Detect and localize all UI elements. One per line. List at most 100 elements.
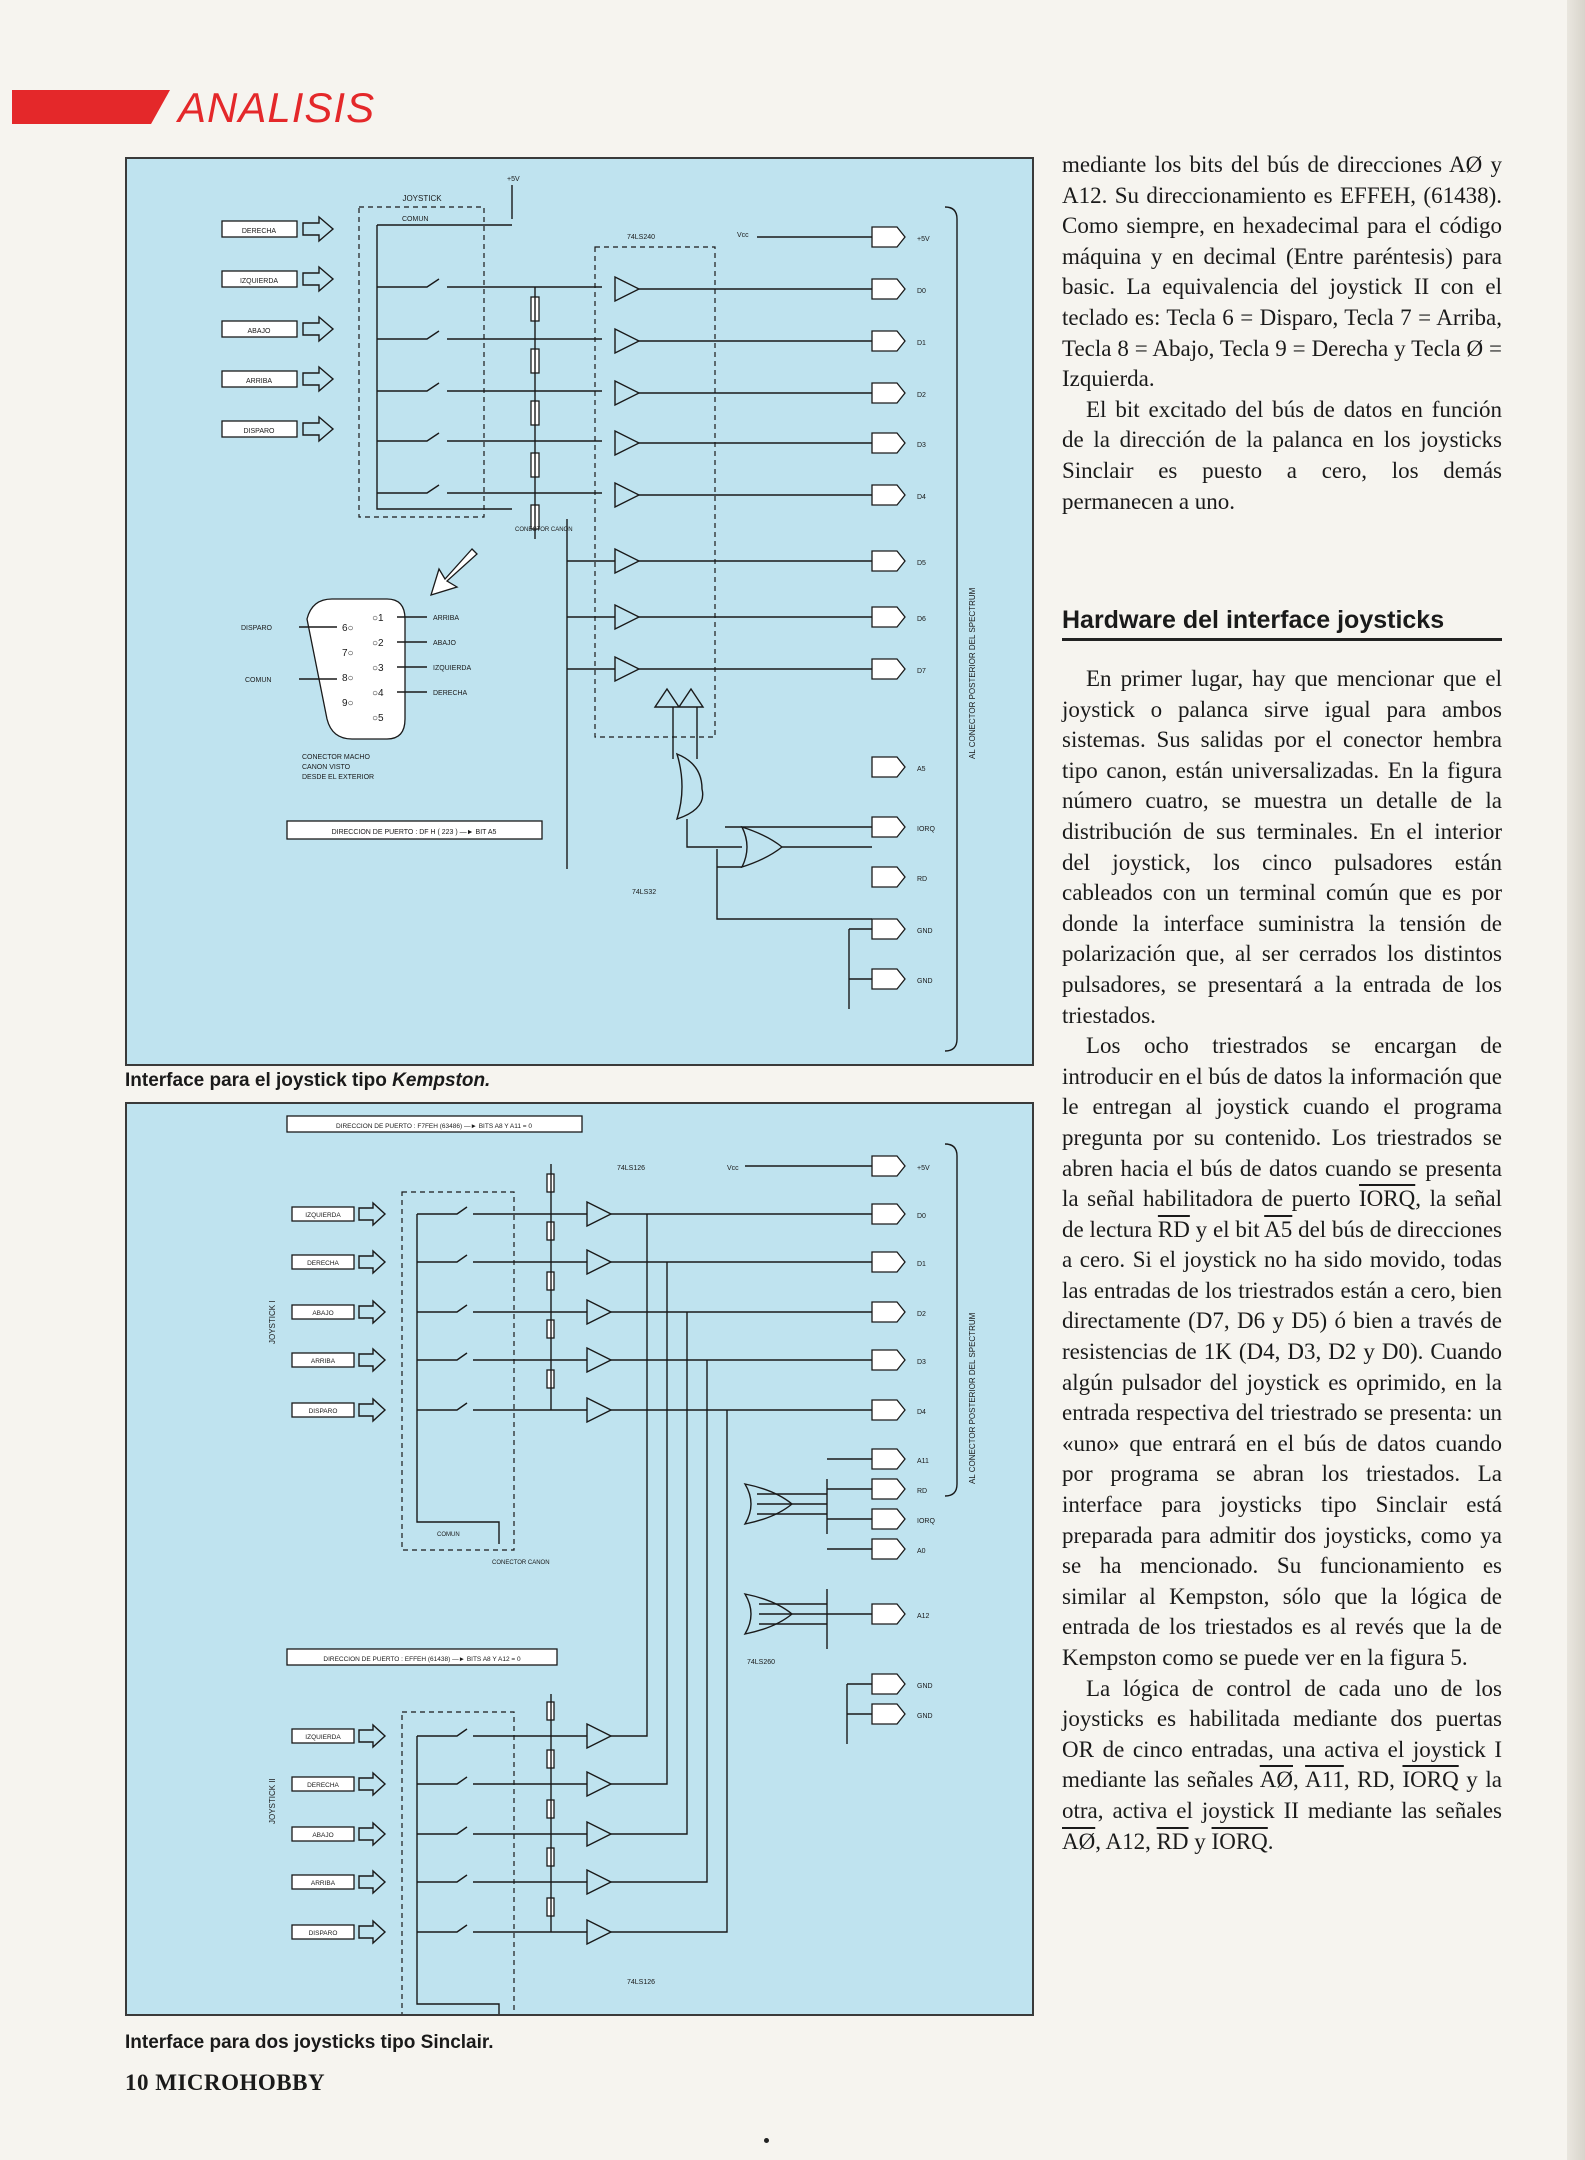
address-label: DIRECCION DE PUERTO : DF H ( 223 ) —► BI…: [332, 829, 497, 836]
section-heading: Hardware del interface joysticks: [1062, 606, 1502, 641]
svg-text:IORQ: IORQ: [917, 1518, 935, 1525]
input-box: [221, 320, 298, 338]
svg-text:○2: ○2: [372, 638, 384, 649]
joystick-label: JOYSTICK: [402, 194, 442, 203]
male-connector-line: CONECTOR MACHO: [302, 754, 370, 761]
sinclair-schematic: DIRECCION DE PUERTO : F7FEH (63486) —► B…: [125, 1102, 1034, 2016]
joystick2-buffers: [586, 1214, 728, 1946]
output-pin-label: D5: [917, 560, 926, 567]
input-label: ARRIBA: [246, 378, 272, 385]
connector-brace: [944, 206, 958, 1052]
svg-text:D4: D4: [917, 1409, 926, 1416]
svg-text:○1: ○1: [372, 613, 384, 624]
svg-text:D1: D1: [917, 1261, 926, 1268]
input-box: [221, 370, 298, 388]
comun-label: COMUN: [402, 216, 428, 223]
input-arrow: [302, 215, 335, 243]
pin-label: DERECHA: [433, 690, 468, 697]
signal-a12: A12: [1105, 1828, 1146, 1854]
svg-text:ARRIBA: ARRIBA: [311, 1880, 336, 1887]
nor-gates: 74LS260: [743, 1479, 828, 1666]
address-box-top: [286, 1115, 583, 1133]
output-pin-label: D7: [917, 668, 926, 675]
buffer-chip-label: 74LS240: [627, 234, 655, 241]
buffer-chip-outline: [594, 246, 716, 738]
pin-label-left: COMUN: [245, 677, 271, 684]
page-folio: 10 MICROHOBBY: [125, 2070, 326, 2095]
spectrum-connector-label: AL CONECTOR POSTERIOR DEL SPECTRUM: [968, 1312, 977, 1484]
input-arrow: [302, 315, 335, 343]
caption-text: Interface para el joystick tipo: [125, 1070, 393, 1091]
input-box: [221, 270, 298, 288]
chip-bottom-label: 74LS126: [627, 1979, 655, 1986]
input-arrow: [302, 265, 335, 293]
svg-text:DISPARO: DISPARO: [309, 1930, 338, 1937]
signal-iorq: IORQ: [1402, 1767, 1459, 1793]
kempston-schematic-svg: JOYSTICK COMUN +5V DERECHA IZQUIERDA ABA…: [221, 176, 977, 1052]
joystick1-resistors: [546, 1164, 555, 1410]
sinclair-output-pins: +5V D0 D1 D2 D3 D4 A11 RD IORQ A0 A12 GN…: [827, 1155, 935, 1744]
input-label: IZQUIERDA: [240, 278, 278, 285]
dsub9-connector: 6○○1 7○○2 8○○3 9○○4 ○5: [299, 598, 427, 740]
joystick1-buffers: [586, 1200, 872, 1424]
joystick1-label: JOYSTICK I: [268, 1300, 277, 1344]
pull-down-resistors: [530, 287, 540, 539]
pin-label: ARRIBA: [433, 615, 459, 622]
male-connector-line: CANON VISTO: [302, 764, 351, 771]
page-edge: [1567, 0, 1585, 2160]
figure1-caption: Interface para el joystick tipo Kempston…: [125, 1070, 490, 1092]
svg-text:GND: GND: [917, 1683, 933, 1690]
output-pin-label: D3: [917, 442, 926, 449]
pin-label-left: DISPARO: [241, 625, 273, 632]
text-column-top: mediante los bits del bús de direcciones…: [1062, 150, 1502, 517]
comun-top-label: COMUN: [437, 1532, 460, 1538]
section-title: ANALISIS: [178, 84, 376, 131]
switch-rows: [376, 225, 602, 510]
svg-text:○3: ○3: [372, 663, 384, 674]
sinclair-schematic-svg: DIRECCION DE PUERTO : F7FEH (63486) —► B…: [268, 1115, 977, 2014]
plus5v-top-label: +5V: [507, 176, 520, 183]
male-connector-line: DESDE EL EXTERIOR: [302, 774, 374, 781]
svg-text:IZQUIERDA: IZQUIERDA: [305, 1212, 341, 1219]
vcc-label: Vcc: [737, 232, 749, 239]
svg-text:ABAJO: ABAJO: [312, 1310, 333, 1317]
joystick2-inputs: IZQUIERDA DERECHA ABAJO ARRIBA DISPARO: [291, 1723, 587, 2014]
input-label: ABAJO: [248, 328, 272, 335]
svg-text:IZQUIERDA: IZQUIERDA: [305, 1734, 341, 1741]
signal-a11: A11: [1305, 1767, 1344, 1793]
paragraph: Los ocho triestrados se encargan de intr…: [1062, 1033, 1502, 1670]
svg-text:ABAJO: ABAJO: [312, 1832, 333, 1839]
vcc-label: Vcc: [727, 1165, 739, 1172]
joystick2-resistors: [546, 1694, 555, 1932]
svg-text:6○: 6○: [342, 623, 354, 634]
section-color-bar: [12, 90, 170, 124]
input-direction-boxes: DERECHA IZQUIERDA ABAJO ARRIBA DISPARO: [221, 215, 335, 443]
caption-italic: Kempston.: [392, 1070, 491, 1091]
figure2-caption: Interface para dos joysticks tipo Sincla…: [125, 2032, 494, 2053]
svg-text:DERECHA: DERECHA: [307, 1260, 339, 1267]
paragraph: El bit excitado del bús de datos en func…: [1062, 396, 1502, 514]
svg-text:D0: D0: [917, 1213, 926, 1220]
svg-text:+5V: +5V: [917, 1165, 930, 1172]
pin-label: ABAJO: [433, 640, 457, 647]
svg-text:○5: ○5: [372, 713, 384, 724]
or-chip-label: 74LS32: [632, 889, 656, 896]
input-label: DISPARO: [244, 428, 276, 435]
svg-text:D2: D2: [917, 1311, 926, 1318]
svg-text:DERECHA: DERECHA: [307, 1782, 339, 1789]
svg-text:ARRIBA: ARRIBA: [311, 1358, 336, 1365]
svg-text:GND: GND: [917, 1713, 933, 1720]
or-chip-label: 74LS260: [747, 1659, 775, 1666]
signal-rd: RD: [1156, 1828, 1189, 1854]
signal-iorq: IORQ: [1211, 1828, 1268, 1854]
connector-brace: [944, 1143, 958, 1497]
output-pin-label: D1: [917, 340, 926, 347]
svg-text:DISPARO: DISPARO: [309, 1408, 338, 1415]
address-box-bottom: [286, 1648, 558, 1666]
output-pin-label: IORQ: [917, 826, 935, 833]
paragraph: mediante los bits del bús de direcciones…: [1062, 152, 1502, 392]
svg-text:A0: A0: [917, 1548, 926, 1555]
svg-text:7○: 7○: [342, 648, 354, 659]
output-pin-label: GND: [917, 978, 933, 985]
joystick2-label: JOYSTICK II: [268, 1778, 277, 1824]
